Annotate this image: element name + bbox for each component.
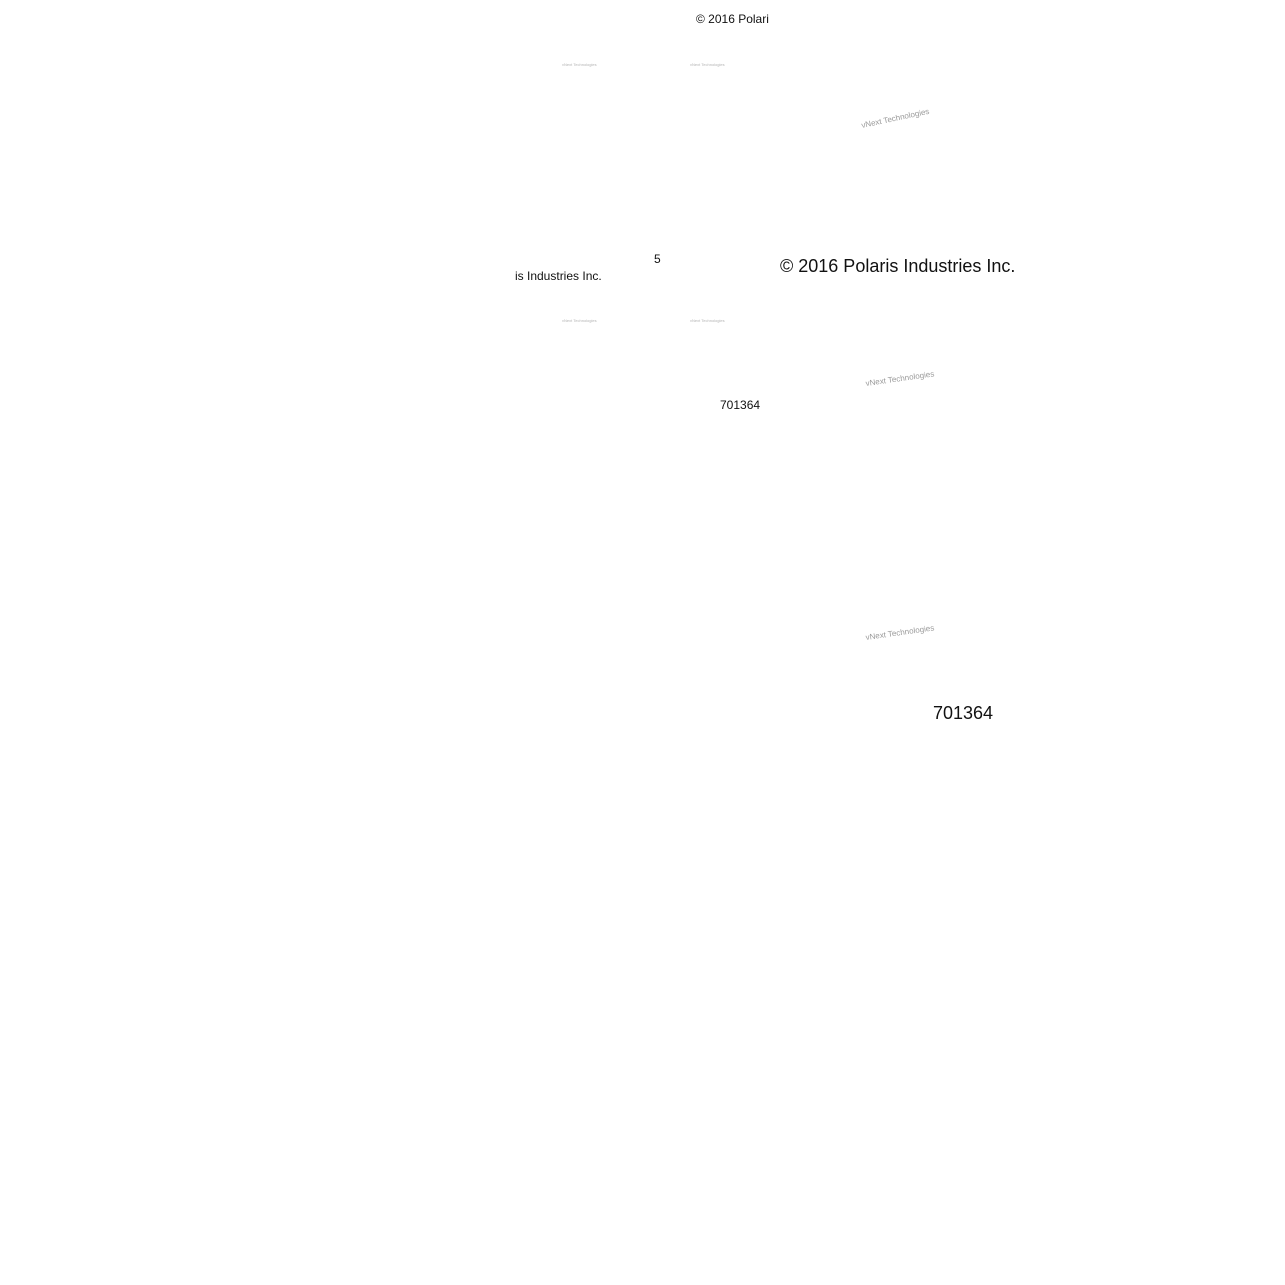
callout-9: 9 [435,82,442,96]
spring-retainer [358,44,374,52]
valve-head [259,275,277,285]
watermark: vNext Technologies [48,315,83,320]
copyright-large: © 2016 Polaris Industries Inc. [780,256,1016,276]
camshaft-part [344,0,386,11]
valve-head [488,32,506,42]
valve-left [259,275,277,313]
upper-valve-train [344,0,391,84]
watermark: vNext Technologies [176,58,211,63]
cylinder-head-upper [329,89,431,156]
callout-6: 6 [489,295,496,309]
watermark: vNext Technologies [306,443,341,448]
callout-3: 3 [288,257,295,271]
valve-stem [498,39,507,69]
valve-spring [377,53,387,71]
valve-tappet [375,15,391,31]
valve-spring [361,55,371,73]
watermark: vNext Technologies [306,58,341,63]
watermark: vNext Technologies [180,316,215,321]
callout-5: 5 [396,509,403,514]
cylinder-head [401,357,497,429]
cylinder-head-lower [401,357,497,429]
watermark-large: vNext Technologies [865,623,935,642]
watermark: vNext Technologies [434,443,469,448]
valve-stem [267,283,273,313]
camshaft [417,257,465,281]
watermark-large: vNext Technologies [861,107,931,130]
watermark: vNext Technologies [434,187,469,192]
watermark: vNext Technologies [562,318,597,323]
callout-1: 1 [166,202,173,216]
valve-keeper [380,33,386,39]
watermark: vNext Technologies [306,316,341,321]
valve-upper-right [488,32,507,69]
bracket-partial [190,509,201,514]
watermark: vNext Technologies [562,62,597,67]
watermark: vNext Technologies [690,62,725,67]
exploded-view-drawing: vNext Technologies vNext Technologies vN… [0,0,514,514]
watermark: vNext Technologies [48,443,83,448]
callout-11: 11 [302,69,315,83]
valve-seal [361,73,372,84]
diagram-number-small: 701364 [720,398,761,412]
bracket-assembly [159,462,203,514]
rocker-assembly [87,211,133,257]
copyright-partial: is Industries Inc. [515,269,602,283]
callout-10: 10 [406,0,420,14]
valve-keeper [365,35,371,41]
callout-7: 7 [210,420,217,434]
stray-callout: 5 [654,252,661,266]
copyright-small: © 2016 Polari [696,12,769,26]
cylinder-head-diagram: vNext Technologies vNext Technologies vN… [46,0,514,514]
watermark-large: vNext Technologies [865,369,935,388]
spring-retainer [374,42,390,50]
callout-8: 8 [414,30,421,44]
watermark: vNext Technologies [46,58,81,63]
callout-14: 14 [376,334,390,348]
callout-4: 4 [458,24,465,38]
cylinder-head-partial [489,79,514,151]
watermark: vNext Technologies [306,187,341,192]
callout-12: 12 [316,40,330,54]
callout-13: 13 [430,53,444,67]
diagram-number-large: 701364 [933,703,994,723]
callout-2: 2 [56,225,63,239]
watermark: vNext Technologies [46,185,81,190]
head-gasket [393,463,495,497]
head-bolts [417,294,467,362]
watermark: vNext Technologies [176,185,211,190]
valve-tappet [358,17,374,33]
bracket [159,481,203,503]
watermark: vNext Technologies [178,443,213,448]
callout-numbers: 10 8 12 13 11 9 4 1 2 3 6 14 7 5 [56,0,496,514]
valve-seal [377,71,388,82]
watermark: vNext Technologies [690,318,725,323]
rocker-arm [91,211,133,237]
